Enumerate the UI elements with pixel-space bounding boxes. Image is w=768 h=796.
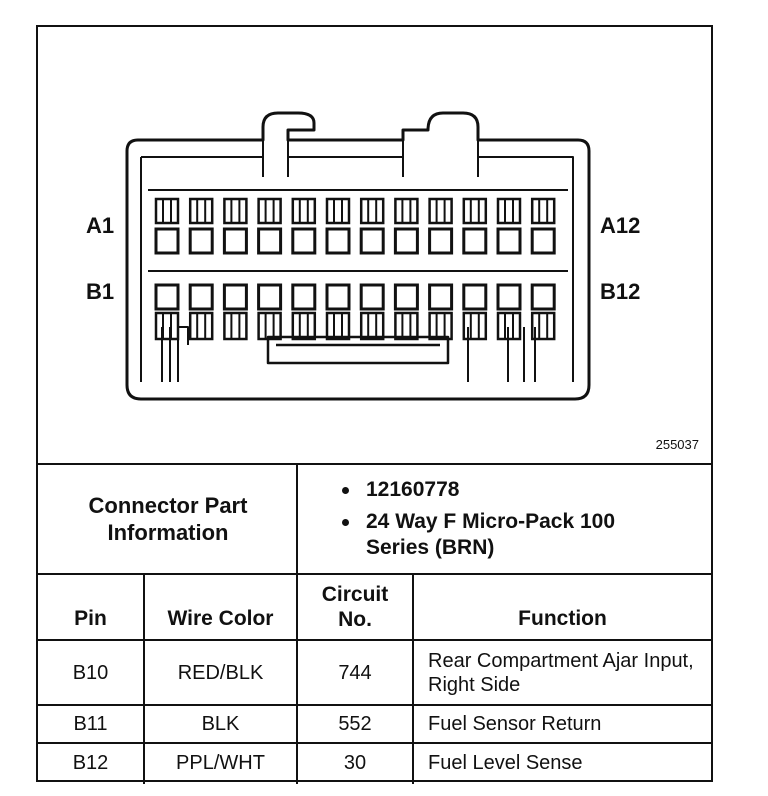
cavity-a [462,227,488,255]
header-function: Function [518,607,607,630]
cavity-a [257,227,283,255]
row-border-1 [38,704,711,706]
pin-label-b1: B1 [86,279,115,304]
col-divider-3 [412,573,414,784]
cavity-b [530,283,556,311]
table-row-1-circuit: 744 [338,661,372,684]
cavity-a-terminal [359,197,385,225]
part-number-item: 12160778 [338,477,666,503]
table-row-2-pin: B11 [73,713,108,735]
cavity-b [393,283,419,311]
cavity-a [393,227,419,255]
connector-type-item: 24 Way F Micro-Pack 100 Series (BRN) [338,509,666,561]
figure-id: 255037 [655,437,699,452]
connector-frame: A1 A12 B1 B12 255037 Connector Part Info… [36,25,713,784]
cavity-a [325,227,351,255]
cavity-a-terminal [154,197,180,225]
info-bottom-border [38,573,711,575]
cavity-b-terminal [291,311,317,341]
cavity-b [188,283,214,311]
bullet-icon [342,519,349,526]
cavity-a-terminal [530,197,556,225]
table-row-2-circuit: 552 [338,713,372,735]
cavity-a-terminal [223,197,248,225]
cavity-a-terminal [394,197,419,225]
cavity-b [325,283,351,311]
header-bottom-border [38,639,711,641]
cavity-a-terminal [257,197,282,225]
header-wire-color: Wire Color [167,607,274,630]
cavity-b [496,283,522,311]
cavity-b-terminal [325,311,351,341]
table-row-1-function: Rear Compartment Ajar Input, Right Side [428,649,694,696]
cavity-a-terminal [428,197,453,225]
cavity-a-terminal [462,197,488,225]
table-row-3-pin: B12 [72,752,109,774]
connector-part-info-list: 12160778 24 Way F Micro-Pack 100 Series … [338,477,666,567]
table-row-1-wire-color: RED/BLK [177,661,264,684]
cavity-b [257,283,283,311]
table-row-2-wire-color: BLK [201,713,240,735]
cavity-b [462,283,488,311]
cavity-b-terminal [394,311,419,341]
info-divider [296,463,298,573]
cavity-a-terminal [188,197,214,225]
table-row-2-function: Fuel Sensor Return [428,713,602,735]
table-row-1-pin: B10 [72,661,109,684]
col-divider-2 [296,573,298,784]
cavity-b [359,283,385,311]
connector-housing [125,111,591,401]
connector-face-drawing [125,111,591,401]
cavity-b [428,283,454,311]
cavity-b-terminal [428,311,453,341]
pin-label-a12: A12 [600,213,641,238]
table-row-3-function: Fuel Level Sense [428,752,583,774]
cavity-a [530,227,556,255]
cavity-a [188,227,214,255]
cavity-b [222,283,248,311]
table-row-3-circuit: 30 [343,752,367,774]
cavity-a [291,227,317,255]
cavity-b-terminal [496,311,522,341]
header-circuit-no: Circuit No. [321,583,389,631]
cavity-b-terminal [188,311,214,341]
cavity-b [154,283,180,311]
header-pin: Pin [74,607,107,630]
cavity-a-terminal [496,197,522,225]
cavity-a [428,227,454,255]
cavity-a [496,227,522,255]
connector-key-slot [266,335,450,365]
cavity-a [359,227,385,255]
cavity-b-terminal [462,311,488,341]
connector-part-info-title: Connector Part Information [88,493,248,545]
col-divider-1 [143,573,145,784]
table-row-3-wire-color: PPL/WHT [176,752,265,774]
connector-cavities [154,197,556,341]
cavity-b-terminal [530,311,556,341]
connector-diagram: A1 A12 B1 B12 255037 [38,27,711,463]
cavity-a-terminal [291,197,317,225]
cavity-b-terminal [223,311,248,341]
pin-label-b12: B12 [600,279,641,304]
bullet-icon [342,487,349,494]
cavity-b [291,283,317,311]
cavity-a [154,227,180,255]
pin-label-a1: A1 [86,213,115,238]
cavity-b-terminal [257,311,282,341]
row-border-2 [38,742,711,744]
cavity-a-terminal [325,197,351,225]
cavity-b-terminal [359,311,385,341]
cavity-a [222,227,248,255]
table-top-border [38,463,711,465]
cavity-b-terminal [154,311,180,341]
